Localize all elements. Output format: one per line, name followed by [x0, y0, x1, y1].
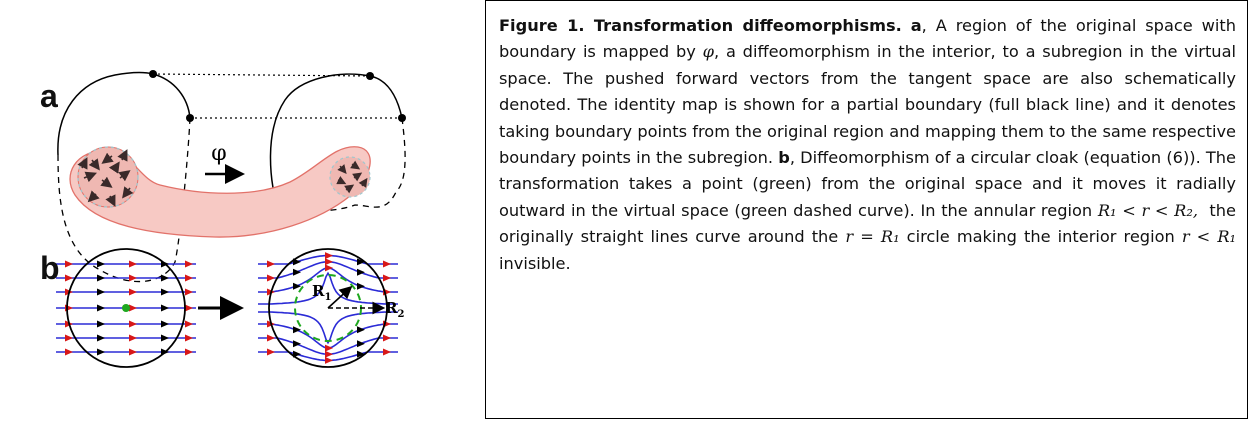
field-arrowhead — [185, 320, 193, 328]
subregion-solid-boundary — [269, 73, 403, 216]
field-arrowhead — [293, 350, 301, 358]
original-region-dashed-boundary — [57, 117, 191, 283]
mapped-disc — [329, 156, 371, 198]
field-arrowhead — [267, 334, 275, 342]
field-arrowhead — [325, 356, 333, 364]
field-arrowhead — [293, 340, 301, 348]
caption-inequality-1: R₁ < r < R₂, — [1097, 200, 1199, 220]
field-arrowhead — [185, 304, 193, 312]
field-arrowhead — [185, 334, 193, 342]
field-arrowhead — [129, 304, 137, 312]
field-arrowhead — [129, 334, 137, 342]
field-arrowhead — [267, 260, 275, 268]
field-arrowhead — [267, 348, 275, 356]
field-arrowhead — [97, 304, 105, 312]
tangent-vectors-original — [77, 149, 134, 207]
field-arrowhead — [325, 264, 333, 272]
caption-phi: φ — [702, 42, 714, 62]
tangent-vectors-pushed — [336, 160, 368, 194]
field-arrowhead — [97, 288, 105, 296]
caption-part-b2: the originally straight lines curve arou… — [499, 200, 1236, 247]
caption-part-a: , A region of the original space with bo… — [499, 16, 1236, 62]
field-arrowhead — [185, 348, 193, 356]
field-arrowhead — [129, 348, 137, 356]
field-arrowhead — [129, 260, 137, 268]
field-arrowhead — [357, 340, 365, 348]
field-arrowhead — [383, 260, 391, 268]
field-arrowhead — [325, 350, 333, 358]
field-arrowhead — [65, 274, 73, 282]
r1-label: R1 — [312, 282, 331, 303]
field-arrowhead — [161, 288, 169, 296]
field-arrowhead — [325, 344, 333, 352]
field-arrowhead — [293, 282, 301, 290]
field-line — [258, 267, 398, 293]
field-arrowhead — [161, 334, 169, 342]
caption-part-b3: circle making the interior region — [906, 227, 1175, 247]
cloak-outer-circle — [268, 248, 388, 368]
map-symbol: φ — [211, 141, 226, 166]
caption-part-a-letter: a — [910, 16, 922, 35]
field-arrowhead — [357, 258, 365, 266]
field-arrowhead — [185, 274, 193, 282]
field-arrowhead — [97, 334, 105, 342]
field-arrowhead — [97, 260, 105, 268]
original-field-lines — [56, 260, 196, 356]
original-region-solid-boundary — [57, 71, 191, 156]
field-arrowhead — [97, 348, 105, 356]
field-arrowhead — [185, 288, 193, 296]
field-arrowhead — [383, 274, 391, 282]
caption-part-b4: invisible. — [499, 253, 571, 273]
field-arrowhead — [161, 320, 169, 328]
field-arrowhead — [65, 334, 73, 342]
field-arrowhead — [161, 304, 169, 312]
figure-illustration: φ R1 R2 — [56, 70, 406, 368]
field-arrowhead — [325, 252, 333, 260]
caption-box: Figure 1. Transformation diffeomorphisms… — [485, 0, 1248, 419]
figure-caption: Figure 1. Transformation diffeomorphisms… — [499, 13, 1236, 277]
figure-panel: φ R1 R2 a b — [0, 0, 470, 425]
field-arrowhead — [357, 282, 365, 290]
r2-label: R2 — [385, 299, 404, 320]
field-arrowhead — [129, 274, 137, 282]
field-arrowhead — [97, 274, 105, 282]
field-arrowhead — [97, 320, 105, 328]
field-arrowhead — [383, 348, 391, 356]
caption-part-b: , Diffeomorphism of a circular cloak (eq… — [499, 148, 1236, 220]
field-arrowhead — [383, 334, 391, 342]
field-arrowhead — [267, 274, 275, 282]
field-arrowhead — [293, 326, 301, 334]
field-arrowhead — [293, 258, 301, 266]
caption-inequality-3: r < R₁ — [1181, 227, 1237, 247]
field-arrowhead — [129, 320, 137, 328]
original-point — [122, 304, 130, 312]
field-arrowhead — [185, 260, 193, 268]
panel-label-a: a — [40, 78, 58, 114]
field-arrowhead — [161, 274, 169, 282]
caption-equation-2: r = R₁ — [845, 227, 900, 247]
field-arrowhead — [357, 350, 365, 358]
field-arrowhead — [357, 326, 365, 334]
field-arrowhead — [357, 268, 365, 276]
field-arrowhead — [65, 260, 73, 268]
field-arrowhead — [325, 258, 333, 266]
r1-radius — [327, 285, 353, 309]
field-arrowhead — [65, 348, 73, 356]
field-arrowhead — [129, 288, 137, 296]
caption-title: Figure 1. Transformation diffeomorphisms… — [499, 16, 902, 35]
field-arrowhead — [293, 268, 301, 276]
original-circle — [66, 248, 186, 368]
caption-part-a2: , a diffeomorphism in the interior, to a… — [499, 42, 1236, 168]
panel-label-b: b — [40, 250, 60, 286]
field-line — [258, 323, 398, 349]
caption-part-b-letter: b — [778, 148, 790, 168]
